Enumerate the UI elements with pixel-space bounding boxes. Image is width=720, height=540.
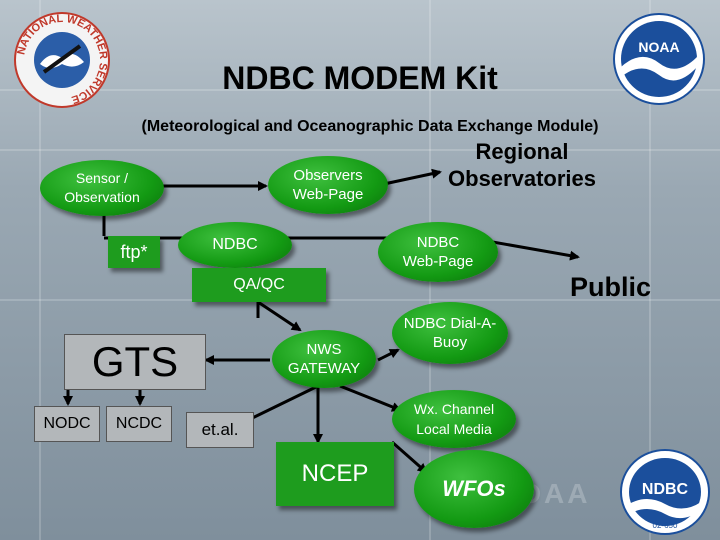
node-ndbc-top-label: NDBC bbox=[212, 236, 258, 253]
node-ncdc: NCDC bbox=[106, 406, 172, 442]
node-wx-channel-label: Wx. Channel Local Media bbox=[413, 401, 495, 437]
node-gts-label: GTS bbox=[91, 338, 179, 385]
node-ncep: NCEP bbox=[276, 442, 394, 506]
node-dial-a-buoy-label: NDBC Dial-A-Buoy bbox=[403, 315, 497, 351]
ndbc-logo: NDBC 02-650 bbox=[620, 449, 710, 535]
noaa-logo: NOAA bbox=[613, 13, 705, 105]
node-nws-gateway: NWS GATEWAY bbox=[272, 330, 376, 388]
node-qaqc: QA/QC bbox=[192, 268, 326, 302]
node-ndbc-webpage-label: NDBC Web-Page bbox=[402, 234, 474, 270]
node-sensor-observation: Sensor / Observation bbox=[40, 160, 164, 216]
node-observers-label: Observers Web-Page bbox=[292, 167, 364, 203]
node-regional-observatories: Regional Observatories bbox=[448, 139, 596, 191]
node-dial-a-buoy: NDBC Dial-A-Buoy bbox=[392, 302, 508, 364]
node-ndbc-webpage: NDBC Web-Page bbox=[378, 222, 498, 282]
node-ndbc-top: NDBC bbox=[178, 222, 292, 268]
node-public: Public bbox=[570, 272, 652, 302]
node-wx-channel: Wx. Channel Local Media bbox=[392, 390, 516, 448]
page-title: NDBC MODEM Kit bbox=[222, 60, 498, 96]
node-sensor-label: Sensor / Observation bbox=[64, 170, 140, 205]
node-ftp-label: ftp* bbox=[120, 242, 148, 262]
node-wfos-label: WFOs bbox=[442, 476, 506, 501]
ndbc-logo-text: NDBC bbox=[642, 481, 689, 498]
node-nodc: NODC bbox=[34, 406, 100, 442]
noaa-logo-text: NOAA bbox=[638, 39, 679, 55]
node-nodc-label: NODC bbox=[43, 415, 91, 432]
node-wfos: WFOs bbox=[414, 450, 534, 528]
node-observers-webpage: Observers Web-Page bbox=[268, 156, 388, 214]
page-subtitle: (Meteorological and Oceanographic Data E… bbox=[141, 118, 599, 135]
node-nws-gateway-label: NWS GATEWAY bbox=[287, 341, 361, 377]
nws-logo: NATIONAL WEATHER SERVICE bbox=[14, 12, 110, 108]
node-ftp: ftp* bbox=[108, 236, 160, 268]
node-etal-label: et.al. bbox=[201, 420, 239, 439]
node-ncdc-label: NCDC bbox=[115, 415, 163, 432]
node-ncep-label: NCEP bbox=[301, 460, 369, 487]
node-gts: GTS bbox=[64, 334, 206, 390]
node-qaqc-label: QA/QC bbox=[233, 276, 285, 293]
ndbc-logo-code: 02-650 bbox=[653, 521, 678, 530]
node-etal: et.al. bbox=[186, 412, 254, 448]
